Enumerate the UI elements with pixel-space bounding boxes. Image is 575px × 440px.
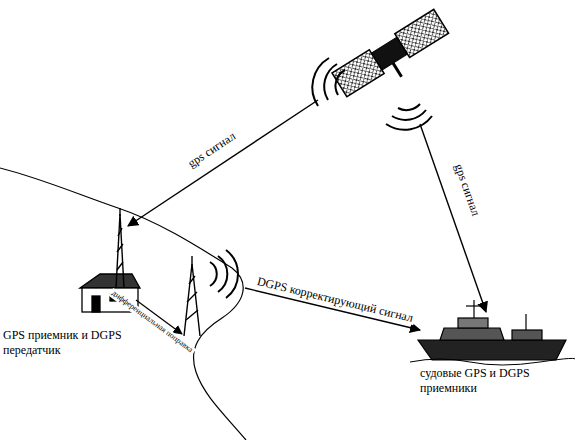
signal-label: gps сигнал: [184, 128, 240, 171]
correction-label: дифференциальная поправка: [108, 288, 196, 356]
radio-waves: [312, 58, 432, 130]
radio-waves: [210, 250, 238, 298]
satellite: [332, 9, 455, 107]
gps-signal-arrow: [128, 100, 318, 226]
gps-signal-arrow: [420, 124, 486, 312]
node-label: судовые GPS и DGPS приемники: [420, 366, 548, 396]
ship-receiver: судовые GPS и DGPS приемники: [420, 310, 573, 430]
antenna-tower: [184, 256, 200, 336]
signal-label: gps сигнал: [451, 160, 483, 219]
node-label: GPS приемник и DGPS передатчик: [3, 328, 125, 358]
ship: [410, 300, 575, 365]
antenna-tower: [116, 208, 124, 288]
coastline: [0, 168, 246, 440]
edge-label: DGPS корректирующий сигнал: [253, 275, 416, 326]
